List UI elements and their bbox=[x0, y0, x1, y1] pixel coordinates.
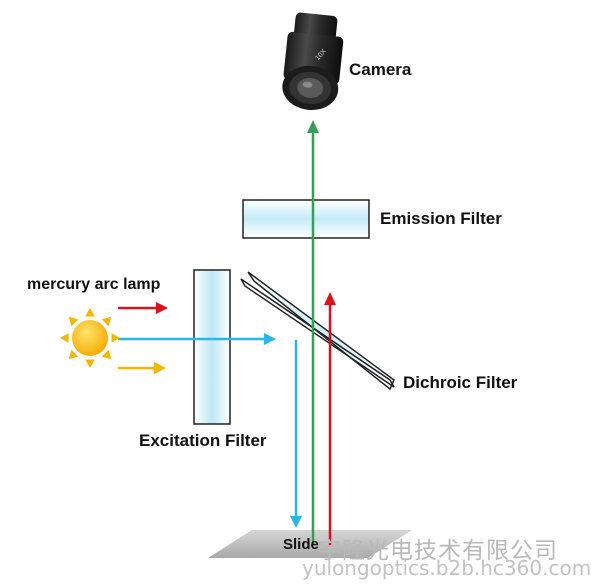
slide bbox=[208, 530, 412, 558]
yellow-light-arrow bbox=[118, 362, 166, 374]
excitation-light-ray bbox=[118, 333, 276, 345]
fluorescence-microscope-diagram: 10X Camera Emission Filter mercury ar bbox=[27, 12, 591, 580]
excitation-filter-label: Excitation Filter bbox=[139, 431, 267, 450]
sun-ray bbox=[60, 333, 69, 343]
sun-ray bbox=[111, 333, 120, 343]
excitation-filter bbox=[193, 269, 231, 425]
sun-disc bbox=[72, 320, 108, 356]
red-light-arrow bbox=[118, 302, 168, 314]
sun-ray bbox=[68, 349, 79, 360]
sun-ray bbox=[101, 316, 112, 327]
sun-ray bbox=[101, 349, 112, 360]
sun-ray bbox=[85, 359, 95, 368]
camera-label: Camera bbox=[349, 60, 412, 79]
watermark-company: 宇隆光电技术有限公司 bbox=[318, 538, 558, 564]
sun-ray bbox=[68, 316, 79, 327]
camera-eyepiece-icon: 10X bbox=[282, 12, 344, 111]
emission-light-ray bbox=[307, 120, 319, 545]
optical-path-diagram: 10X bbox=[60, 12, 412, 558]
dichroic-filter-edge bbox=[240, 278, 395, 388]
reflected-excitation-ray bbox=[290, 340, 302, 528]
slide-label: Slide bbox=[283, 536, 319, 553]
emission-filter bbox=[242, 199, 370, 239]
sun-ray bbox=[85, 308, 95, 317]
dichroic-filter bbox=[247, 271, 395, 391]
sun-icon bbox=[60, 308, 120, 368]
red-light-ray bbox=[324, 292, 336, 545]
dichroic-filter-label: Dichroic Filter bbox=[403, 373, 518, 392]
light-source-label: mercury arc lamp bbox=[27, 276, 161, 293]
emission-filter-label: Emission Filter bbox=[380, 209, 502, 228]
watermark-url: yulongoptics.b2b.hc360.com bbox=[302, 556, 591, 580]
